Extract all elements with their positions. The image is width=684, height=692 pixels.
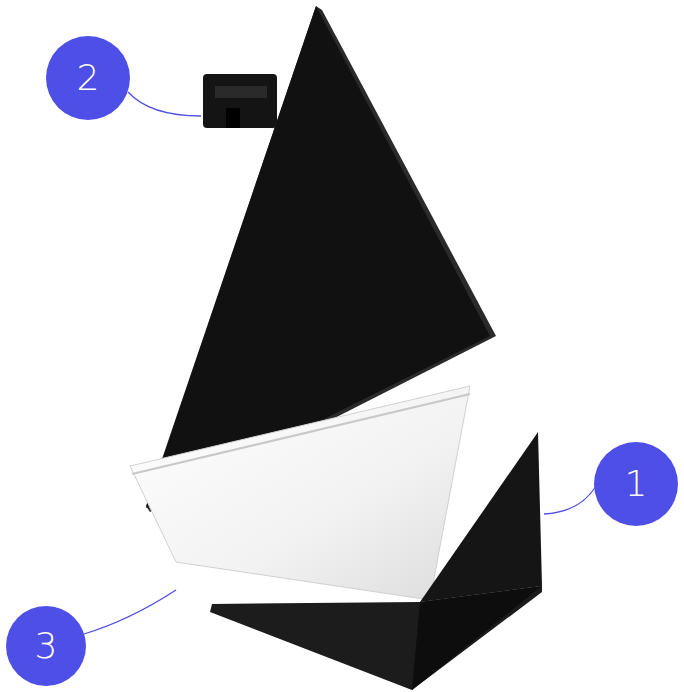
diffuser-edge <box>132 394 470 474</box>
mounting-bracket <box>203 74 277 128</box>
callout-number: 3 <box>6 606 86 686</box>
callout-number: 1 <box>594 442 678 526</box>
callout-number: 2 <box>46 36 130 120</box>
diffuser <box>130 386 470 600</box>
leader-lines <box>84 92 596 634</box>
base-tray <box>210 432 542 690</box>
